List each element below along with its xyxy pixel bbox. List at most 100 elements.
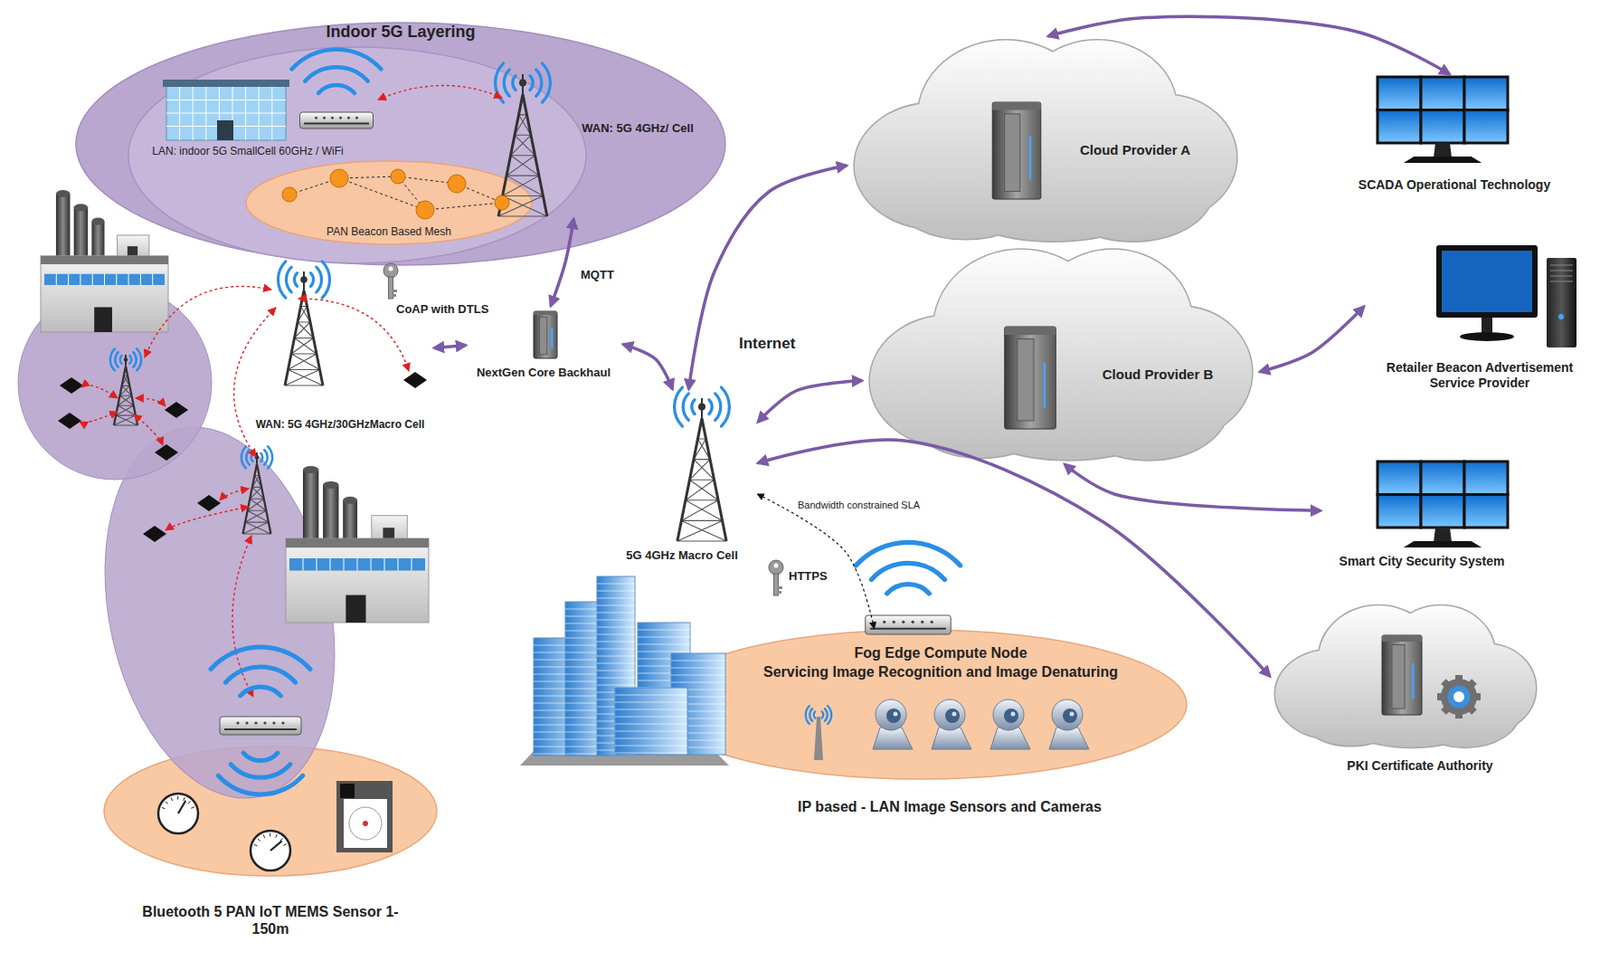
gauge-sensor xyxy=(257,838,261,842)
gauge-sensor xyxy=(254,843,258,845)
factory-building xyxy=(285,465,429,623)
node-shape xyxy=(1269,602,1542,777)
ip-camera xyxy=(886,708,901,723)
node-label: Servicing Image Recognition and Image De… xyxy=(723,662,1158,681)
network-label: Internet xyxy=(737,334,797,353)
region-ellipse xyxy=(654,629,1187,779)
cloud-shape xyxy=(1053,141,1213,242)
city-skyscrapers xyxy=(596,677,635,679)
factory-building xyxy=(44,274,165,285)
signal-waves xyxy=(241,445,247,468)
factory-building xyxy=(91,217,105,226)
signal-waves xyxy=(264,449,267,465)
ip-camera xyxy=(993,699,1024,730)
factory-building xyxy=(40,255,169,332)
signal-waves xyxy=(110,348,115,370)
disk-sensor xyxy=(362,820,369,826)
node-icon xyxy=(533,311,558,359)
server-rack xyxy=(1411,662,1415,700)
disk-sensor xyxy=(349,806,382,840)
wireless-router xyxy=(224,728,297,730)
node-shape xyxy=(846,36,1245,246)
factory-building xyxy=(342,496,358,504)
factory-building xyxy=(384,558,386,571)
disk-sensor xyxy=(343,798,388,848)
signal-waves xyxy=(294,273,298,287)
radio-link xyxy=(298,298,409,371)
ip-camera xyxy=(931,727,972,749)
gauge-sensor xyxy=(283,843,287,845)
node-icon xyxy=(805,699,1089,760)
signal-waves xyxy=(809,708,813,721)
signal-waves xyxy=(251,453,254,462)
signal-waves xyxy=(855,541,960,594)
gauge-sensor xyxy=(275,833,277,838)
city-skyscrapers xyxy=(596,626,635,628)
node-icon xyxy=(1436,245,1577,348)
network-node: Retailer Beacon Advertisement Service Pr… xyxy=(1363,242,1598,406)
network-node: LAN: indoor 5G SmallCell 60GHz / WiFiPAN… xyxy=(126,45,588,266)
factory-building xyxy=(345,595,366,623)
wireless-router xyxy=(339,116,342,120)
node-label: IP based - LAN Image Sensors and Cameras xyxy=(750,797,1149,815)
radio-link xyxy=(234,307,276,457)
city-skyscrapers xyxy=(615,687,688,755)
wireless-router xyxy=(855,541,960,635)
key-icon xyxy=(777,586,783,589)
link-connector xyxy=(623,344,673,389)
signal-waves xyxy=(512,75,516,91)
monitor-wall xyxy=(1377,461,1508,548)
radio-link xyxy=(219,488,249,501)
server-rack xyxy=(1004,326,1057,429)
city-skyscrapers xyxy=(671,660,726,662)
monitor-wall xyxy=(1377,76,1421,111)
factory-building xyxy=(302,469,319,547)
city-skyscrapers xyxy=(671,667,726,669)
city-skyscrapers xyxy=(671,674,726,676)
cell-tower xyxy=(113,366,138,426)
cell-tower xyxy=(498,94,548,217)
office-building xyxy=(217,120,234,141)
cell-tower xyxy=(123,357,129,362)
disk-sensor xyxy=(336,780,393,853)
city-skyscrapers xyxy=(615,752,688,754)
region-ellipse xyxy=(75,22,726,266)
gauge-sensor xyxy=(183,796,185,801)
monitor-wall xyxy=(1420,494,1465,529)
region-ellipse xyxy=(128,47,587,264)
sensor-node xyxy=(403,371,427,389)
gauge-sensor xyxy=(178,800,186,814)
signal-waves xyxy=(674,387,683,427)
node-icon xyxy=(1377,461,1508,548)
monitor-wall xyxy=(1420,76,1465,111)
monitor-wall xyxy=(1420,461,1465,495)
network-node: Smart City Security System xyxy=(1320,458,1525,574)
wireless-router xyxy=(281,720,285,724)
disk-sensor xyxy=(340,783,355,798)
monitor-wall xyxy=(1377,494,1421,529)
node-label: WAN: 5G 4GHz/30GHzMacro Cell xyxy=(249,417,431,431)
node-label: SCADA Operational Technology xyxy=(1347,177,1562,193)
gauge-sensor xyxy=(280,837,284,841)
ip-camera xyxy=(872,699,913,749)
disk-sensor xyxy=(336,780,393,853)
ip-camera xyxy=(1011,711,1016,717)
city-skyscrapers xyxy=(596,612,635,614)
key-icon xyxy=(774,563,779,569)
network-node: PKI Certificate Authority xyxy=(1269,602,1542,777)
network-node: NextGen Core Backhaul xyxy=(465,305,624,386)
cell-tower xyxy=(110,348,142,426)
node-label: Cloud Provider B xyxy=(1085,366,1231,383)
signal-waves xyxy=(805,705,833,724)
ip-camera xyxy=(990,727,1031,749)
signal-waves xyxy=(715,393,721,420)
desktop-computer xyxy=(1436,245,1538,318)
ip-camera xyxy=(1049,727,1089,749)
cloud-shape xyxy=(870,249,1252,460)
ip-camera xyxy=(872,727,913,749)
signal-waves xyxy=(278,261,286,298)
factory-building xyxy=(397,558,399,571)
cloud-shape xyxy=(1053,141,1213,242)
network-label: HTTPS xyxy=(786,568,830,584)
gear-icon xyxy=(1437,674,1481,719)
